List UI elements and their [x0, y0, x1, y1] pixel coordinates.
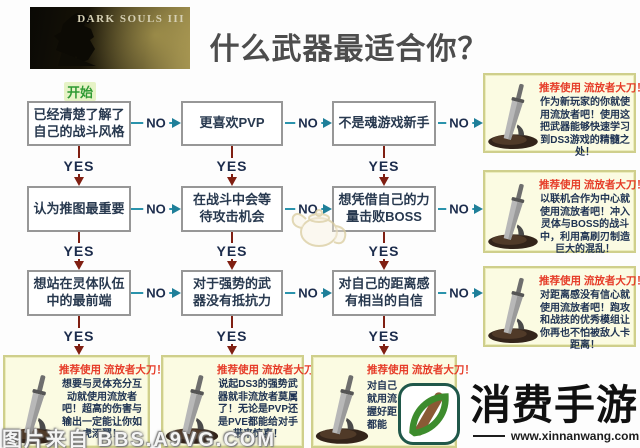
no-label: NO	[446, 115, 472, 131]
no-arrowhead-icon	[474, 118, 483, 128]
no-label: NO	[446, 285, 472, 301]
recommendation-title: 推荐使用 流放者大刀！	[539, 82, 640, 94]
no-arrowhead-icon	[172, 118, 181, 128]
recommendation-card-phantom: 推荐使用 流放者大刀！ 想要与灵体充分互动就使用流放者吧！超高的伤害与输出一定能…	[3, 355, 167, 448]
recommendation-body: 以联机合作为中心就使用流放者吧！冲入灵体与BOSS的战斗中，利用高刷刃制造巨大的…	[540, 194, 630, 255]
yes-label: YES	[60, 328, 98, 344]
recommendation-body: 作为新玩家的你就使用流放者吧！使用这把武器能够快速学习到DS3游戏的精髓之处！	[540, 97, 630, 158]
no-arrowhead-icon	[474, 288, 483, 298]
recommendation-title: 推荐使用 流放者大刀！	[539, 275, 640, 287]
no-arrowhead-icon	[323, 288, 332, 298]
site-name: 消费手游网	[470, 382, 640, 428]
recommendation-title: 推荐使用 流放者大刀！	[539, 179, 640, 191]
no-arrowhead-icon	[474, 204, 483, 214]
recommendation-title: 推荐使用 流放者大刀！	[367, 364, 475, 376]
yes-label: YES	[365, 243, 403, 259]
yes-arrowhead-icon	[74, 346, 84, 355]
site-logo-icon	[398, 383, 460, 445]
recommendation-body-line: 握好距	[367, 407, 397, 418]
recommendation-title: 推荐使用 流放者大刀！	[217, 364, 325, 376]
no-arrowhead-icon	[172, 204, 181, 214]
yes-arrowhead-icon	[379, 346, 389, 355]
recommendation-card-spacing: 推荐使用 流放者大刀！ 对距离感没有信心就使用流放者吧！跑攻和战技的优秀模组让你…	[483, 266, 640, 351]
recommendation-body: 想要与灵体充分互动就使用流放者吧！超高的伤害与输出一定能让你如虎添翼！	[62, 379, 142, 440]
recommendation-card-newbie: 推荐使用 流放者大刀！ 作为新玩家的你就使用流放者吧！使用这把武器能够快速学习到…	[483, 73, 640, 158]
no-label: NO	[143, 201, 169, 217]
recommendation-body-line: 对自己	[367, 381, 397, 392]
site-url: www.xinnanwang.com	[473, 429, 640, 443]
yes-label: YES	[60, 158, 98, 174]
exile-greatsword-image	[488, 83, 538, 149]
yes-label: YES	[213, 158, 251, 174]
yes-label: YES	[365, 328, 403, 344]
source-credit-watermark: 图片来自 BBS.A9VG.COM	[2, 429, 277, 448]
yes-arrowhead-icon	[227, 177, 237, 186]
yes-label: YES	[213, 243, 251, 259]
exile-greatsword-image	[315, 375, 369, 444]
yes-label: YES	[213, 328, 251, 344]
page-title: 什么武器最适合你？	[209, 33, 489, 66]
yes-label: YES	[365, 158, 403, 174]
no-label: NO	[295, 285, 321, 301]
recommendation-title: 推荐使用 流放者大刀！	[59, 364, 167, 376]
start-label: 开始	[64, 82, 97, 101]
site-watermark: 消费手游网 www.xinnanwang.com	[398, 383, 640, 445]
decision-wait-attack-chance: 在战斗中会等待攻击机会	[181, 186, 283, 232]
no-arrowhead-icon	[172, 288, 181, 298]
dark-souls-3-banner: DARK SOULS III	[30, 7, 190, 69]
yes-arrowhead-icon	[74, 177, 84, 186]
no-label: NO	[143, 115, 169, 131]
exile-greatsword-image	[488, 183, 538, 249]
yes-label: YES	[60, 243, 98, 259]
recommendation-card-strong-weapon: 推荐使用 流放者大刀！ 说起DS3的强势武器就非流放者莫属了！无论是PVP还是P…	[161, 355, 325, 448]
recommendation-body-line: 就用流	[367, 394, 397, 405]
recommendation-body: 说起DS3的强势武器就非流放者莫属了！无论是PVP还是PVE都能给对手带来惊喜！	[217, 379, 298, 440]
exile-greatsword-image	[488, 277, 538, 343]
recommendation-body-line: 都能	[367, 420, 387, 431]
decision-know-own-style: 已经清楚了解了自己的战斗风格	[27, 101, 131, 146]
no-label: NO	[143, 285, 169, 301]
no-label: NO	[295, 115, 321, 131]
yes-arrowhead-icon	[227, 261, 237, 270]
recommendation-card-coop: 推荐使用 流放者大刀！ 以联机合作为中心就使用流放者吧！冲入灵体与BOSS的战斗…	[483, 170, 640, 255]
no-label: NO	[295, 201, 321, 217]
decision-prefer-pvp: 更喜欢PVP	[181, 101, 283, 146]
teapot-watermark-icon	[291, 209, 347, 247]
no-label: NO	[446, 201, 472, 217]
decision-confident-in-spacing: 对自己的距离感有相当的自信	[332, 270, 436, 316]
banner-game-title: DARK SOULS III	[77, 13, 185, 25]
yes-arrowhead-icon	[379, 261, 389, 270]
decision-front-of-phantom-team: 想站在灵体队伍中的最前端	[27, 270, 131, 316]
decision-solo-boss: 想凭借自己的力量击败BOSS	[332, 186, 436, 232]
exile-greatsword-image	[165, 375, 219, 444]
knight-artwork	[54, 13, 96, 66]
recommendation-body: 对距离感没有信心就使用流放者吧！跑攻和战技的优秀模组让你再也不怕被敌人卡距离！	[540, 290, 630, 351]
yes-arrowhead-icon	[74, 261, 84, 270]
no-arrowhead-icon	[323, 204, 332, 214]
decision-no-resistance-strong-weapons: 对于强势的武器没有抵抗力	[181, 270, 283, 316]
yes-arrowhead-icon	[379, 177, 389, 186]
decision-not-souls-newbie: 不是魂游戏新手	[332, 101, 436, 146]
decision-pve-progress-important: 认为推图最重要	[27, 186, 131, 232]
yes-arrowhead-icon	[227, 346, 237, 355]
no-arrowhead-icon	[323, 118, 332, 128]
exile-greatsword-image	[7, 375, 61, 444]
